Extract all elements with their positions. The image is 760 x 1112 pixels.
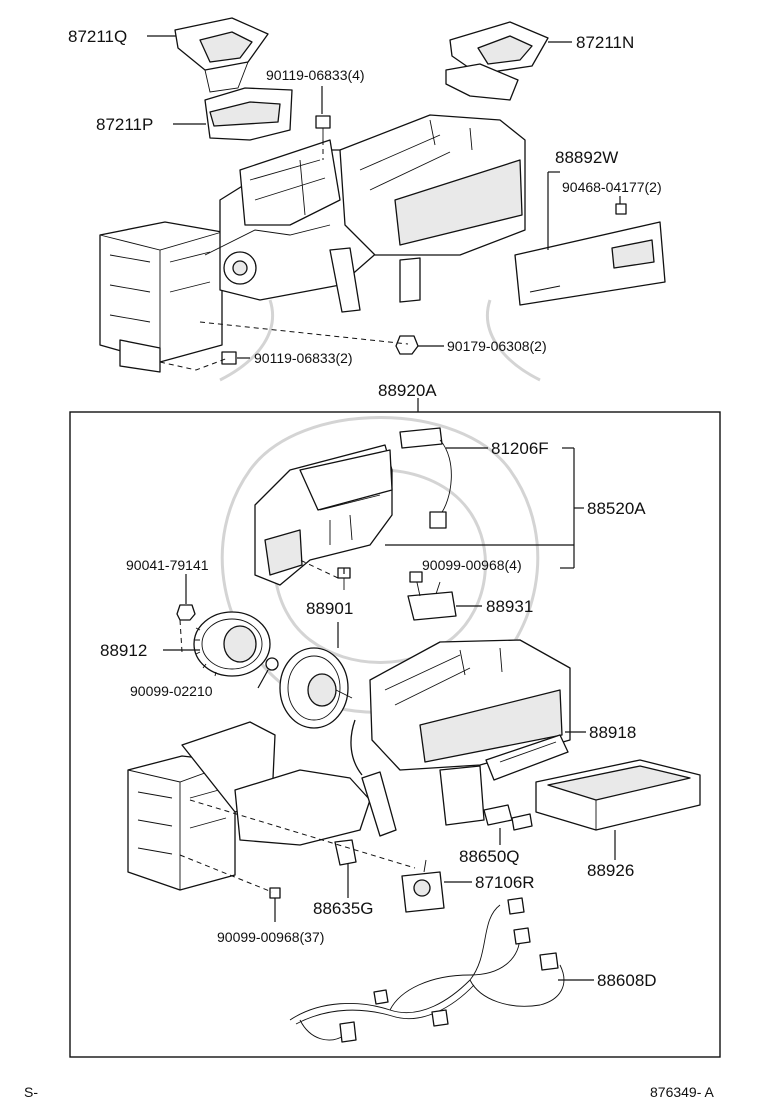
label-90041-79141: 90041-79141 <box>126 557 209 573</box>
part-88901 <box>279 647 353 729</box>
part-87211P <box>204 87 293 141</box>
label-90099-00968-4: 90099-00968(4) <box>422 557 522 573</box>
footer-ref-number: 876349- A <box>650 1084 714 1100</box>
screw-90119-4 <box>315 115 331 140</box>
label-88650Q: 88650Q <box>459 847 520 866</box>
part-88520A <box>254 444 393 586</box>
label-90468-04177: 90468-04177(2) <box>562 179 662 195</box>
part-88912 <box>193 611 271 677</box>
label-81206F: 81206F <box>491 439 549 458</box>
label-88918: 88918 <box>589 723 636 742</box>
part-labels: 87211Q 87211N 87211P 90119-06833(4) 8889… <box>68 27 662 990</box>
label-90119-06833-2: 90119-06833(2) <box>254 350 353 366</box>
part-88608D <box>289 897 565 1043</box>
label-88912: 88912 <box>100 641 147 660</box>
label-88926: 88926 <box>587 861 634 880</box>
part-88635G <box>334 839 357 866</box>
footer-left: S- <box>24 1084 38 1100</box>
footer: S- 876349- A <box>24 1084 714 1100</box>
label-90099-02210: 90099-02210 <box>130 683 213 699</box>
label-88931: 88931 <box>486 597 533 616</box>
part-87211Q <box>174 17 269 93</box>
nut-90179 <box>395 335 419 355</box>
upper-leaders <box>147 35 621 359</box>
part-88918 <box>485 734 569 781</box>
label-87106R: 87106R <box>475 873 535 892</box>
part-88892W <box>514 203 666 306</box>
nut-90041 <box>176 604 196 621</box>
label-90099-00968-37: 90099-00968(37) <box>217 929 324 945</box>
label-90119-06833-4: 90119-06833(4) <box>266 67 365 83</box>
label-88608D: 88608D <box>597 971 657 990</box>
label-87211N: 87211N <box>576 33 634 52</box>
heater-unit-lower <box>127 721 397 891</box>
washer-90099-02210 <box>265 657 279 671</box>
label-88635G: 88635G <box>313 899 374 918</box>
screw-90119-2 <box>221 351 237 365</box>
part-81206F <box>399 427 452 529</box>
lower-leaders <box>163 447 616 981</box>
label-87211Q: 87211Q <box>68 27 127 46</box>
label-87211P: 87211P <box>96 115 153 134</box>
part-87211N <box>445 21 549 101</box>
heater-unit-upper <box>99 114 526 373</box>
part-88931 <box>407 571 457 621</box>
lower-assembly <box>127 427 701 1043</box>
screw-90099-37 <box>269 887 281 899</box>
part-87106R <box>401 859 445 913</box>
part-88926 <box>535 759 701 831</box>
part-88650Q <box>483 804 533 831</box>
assembly-frame-88920A <box>69 398 721 1058</box>
label-88920A: 88920A <box>378 381 437 400</box>
label-90179-06308: 90179-06308(2) <box>447 338 547 354</box>
upper-assembly <box>99 17 666 373</box>
label-88892W: 88892W <box>555 148 618 167</box>
evaporator-case <box>350 639 571 826</box>
label-88901: 88901 <box>306 599 353 618</box>
label-88520A: 88520A <box>587 499 646 518</box>
